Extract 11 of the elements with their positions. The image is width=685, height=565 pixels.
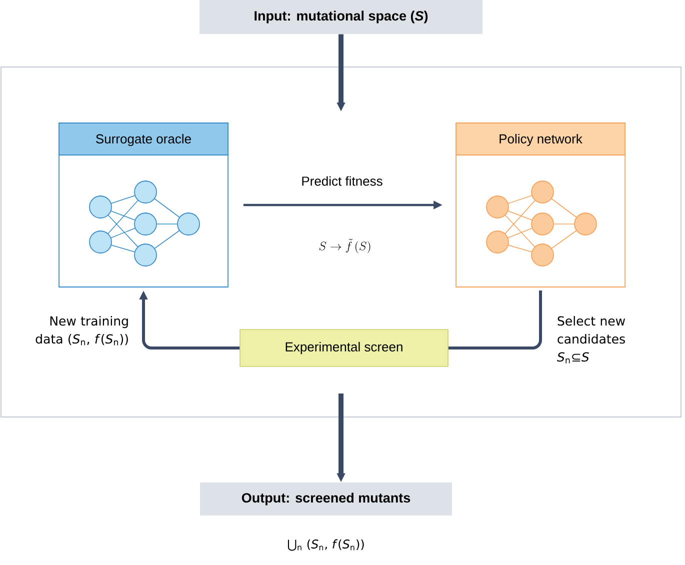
model-box: Policy network — [456, 122, 626, 288]
label-box: Output: screened mutants — [200, 482, 452, 516]
model-box: Surrogate oracle — [58, 122, 228, 288]
loop-frame — [0, 66, 682, 418]
edge-label: Predict fitness — [302, 176, 382, 186]
formula-text: $S \to \tilde{f}\,(S)$ — [319, 238, 370, 254]
label-box: Input: mutational space (S) — [200, 0, 482, 34]
edge-label: Select new candidates S$_{n}$⊆S — [557, 316, 626, 364]
formula-text: ⋃$_{n}$ (S$_{n}$, f(S$_{n}$)) — [288, 539, 364, 551]
edge-label: New training data (S$_{n}$, f(S$_{n}$)) — [36, 316, 128, 346]
process-box: Experimental screen — [240, 329, 448, 367]
